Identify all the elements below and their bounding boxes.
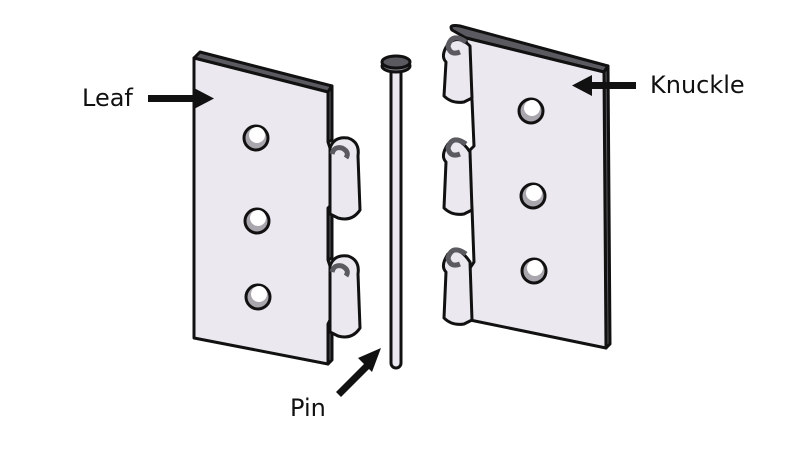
pin (380, 54, 412, 370)
left-leaf-hole (244, 283, 272, 311)
left-leaf-hole (243, 207, 271, 235)
left-leaf (192, 50, 362, 366)
leaf-arrow-icon (148, 88, 214, 109)
leaf-label: Leaf (82, 84, 133, 112)
pin-label: Pin (290, 394, 326, 422)
knuckle-arrow-icon (572, 75, 636, 96)
right-leaf-hole (520, 257, 548, 285)
right-leaf-hole (517, 97, 545, 125)
pin-arrow-icon (336, 348, 381, 397)
right-leaf (441, 24, 612, 350)
left-leaf-hole (242, 124, 270, 152)
knuckle-label: Knuckle (650, 71, 745, 99)
right-leaf-hole (519, 182, 547, 210)
